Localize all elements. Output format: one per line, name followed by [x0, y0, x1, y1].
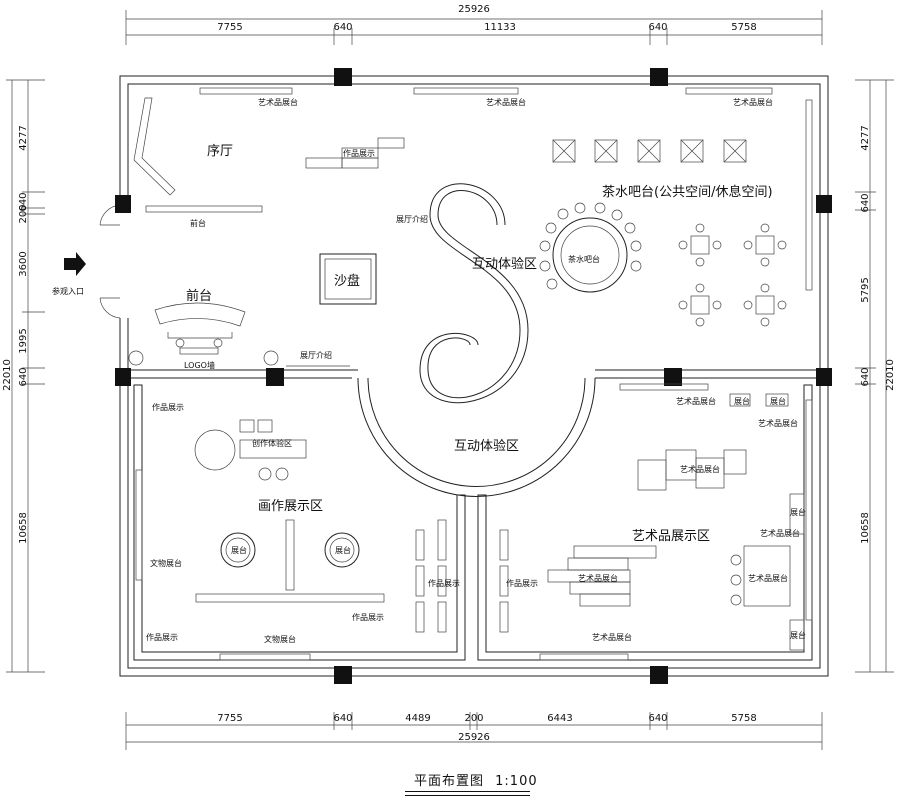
art-cabinet-r3: 艺术品展台 — [680, 464, 720, 474]
bottom-dim-1: 7755 — [217, 713, 242, 724]
art-cabinet-r1: 艺术品展台 — [676, 396, 716, 406]
top-dim-2: 640 — [333, 22, 352, 33]
stand-r4: 展台 — [790, 630, 806, 640]
top-dim-3: 11133 — [484, 22, 516, 33]
top-cabinets — [133, 87, 813, 291]
art-cabinet-top3: 艺术品展台 — [733, 97, 773, 107]
zone-sand-table: 沙盘 — [334, 273, 360, 289]
exhibit-intro-label: 展厅介绍 — [396, 214, 428, 224]
art-cabinet-top1: 艺术品展台 — [258, 97, 298, 107]
art-area — [499, 383, 813, 661]
left-dim-3: 200 — [18, 204, 29, 223]
column — [334, 666, 352, 684]
right-dim-4: 640 — [860, 367, 871, 386]
art-cabinet-top2: 艺术品展台 — [486, 97, 526, 107]
logo-wall-label: LOGO墙 — [184, 360, 215, 370]
bottom-dim-6: 640 — [648, 713, 667, 724]
stand-left-label: 展台 — [231, 545, 247, 555]
title-underline — [405, 795, 530, 796]
right-total-dim: 22010 — [885, 359, 896, 391]
art-cabinet-r5: 艺术品展台 — [578, 573, 618, 583]
column — [115, 368, 131, 386]
interactive-curves — [357, 183, 596, 497]
column — [816, 195, 832, 213]
stand-r2: 展台 — [770, 396, 786, 406]
column — [115, 195, 131, 213]
hall-intro-label: 展厅介绍 — [300, 350, 332, 360]
stand-r1: 展台 — [734, 396, 750, 406]
lobby-area — [128, 137, 405, 367]
right-dimensions: 4277 640 5795 640 10658 22010 — [855, 79, 896, 673]
zone-front-desk: 前台 — [186, 288, 212, 304]
bottom-dim-4: 200 — [464, 713, 483, 724]
plan-title: 平面布置图 1:100 — [414, 770, 538, 789]
bottom-total-dim: 25926 — [458, 732, 490, 743]
column — [816, 368, 832, 386]
relic-stand-bottom: 文物展台 — [264, 634, 296, 644]
stand-right-label: 展台 — [335, 545, 351, 555]
painting-area — [135, 419, 447, 661]
bottom-dim-7: 5758 — [731, 713, 756, 724]
right-dim-5: 10658 — [860, 512, 871, 544]
column — [650, 666, 668, 684]
zone-tea-bar: 茶水吧台(公共空间/休息空间) — [602, 184, 773, 200]
right-dim-1: 4277 — [860, 125, 871, 150]
stand-r3: 展台 — [790, 507, 806, 517]
bottom-dim-3: 4489 — [405, 713, 430, 724]
outer-walls — [99, 75, 829, 677]
top-dim-5: 5758 — [731, 22, 756, 33]
works-display-top-label: 作品展示 — [343, 148, 375, 158]
art-cabinet-r4: 艺术品展台 — [760, 528, 800, 538]
zone-interactive-bottom: 互动体验区 — [454, 438, 519, 454]
zone-painting: 画作展示区 — [258, 499, 323, 514]
right-dim-3: 5795 — [860, 277, 871, 302]
works-display-center: 作品展示 — [428, 578, 460, 588]
left-dim-2: 640 — [18, 192, 29, 211]
top-total-dim: 25926 — [458, 4, 490, 15]
left-dimensions: 22010 4277 640 200 3600 1995 640 10658 — [2, 79, 45, 673]
left-dim-6: 640 — [18, 367, 29, 386]
creative-zone-label: 创作体验区 — [252, 438, 292, 448]
column — [664, 368, 682, 386]
left-dim-1: 4277 — [18, 125, 29, 150]
plan-scale: 1:100 — [495, 774, 538, 789]
tea-counter-label: 茶水吧台 — [568, 254, 600, 264]
works-display-mid: 作品展示 — [352, 612, 384, 622]
top-dimensions: 25926 7755 640 11133 640 5758 — [125, 4, 823, 45]
left-total-dim: 22010 — [2, 359, 13, 391]
tea-area — [539, 139, 787, 327]
entrance-label: 参观入口 — [52, 286, 84, 296]
top-dim-1: 7755 — [217, 22, 242, 33]
left-dim-5: 1995 — [18, 328, 29, 353]
title-underline — [405, 791, 530, 792]
relic-stand-left: 文物展台 — [150, 558, 182, 568]
left-dim-7: 10658 — [18, 512, 29, 544]
works-display-left-top: 作品展示 — [152, 402, 184, 412]
column — [334, 68, 352, 86]
right-dim-2: 640 — [860, 193, 871, 212]
entrance-arrow-icon — [64, 252, 86, 276]
art-cabinet-r2: 艺术品展台 — [758, 418, 798, 428]
left-dim-4: 3600 — [18, 251, 29, 276]
zone-lobby: 序厅 — [207, 144, 233, 159]
sand-table — [319, 253, 377, 305]
column — [266, 368, 284, 386]
works-display-left-bottom: 作品展示 — [146, 632, 178, 642]
column — [650, 68, 668, 86]
zone-art-display: 艺术品展示区 — [632, 529, 710, 544]
top-dim-4: 640 — [648, 22, 667, 33]
structural-columns — [115, 68, 832, 684]
zone-interactive-top: 互动体验区 — [472, 256, 537, 272]
plan-title-text: 平面布置图 — [414, 774, 485, 789]
art-cabinet-r7: 艺术品展台 — [592, 632, 632, 642]
art-cabinet-r6: 艺术品展台 — [748, 573, 788, 583]
bottom-dim-2: 640 — [333, 713, 352, 724]
front-desk-small-label: 前台 — [190, 218, 206, 228]
bottom-dim-5: 6443 — [547, 713, 572, 724]
works-display-right-col: 作品展示 — [506, 578, 538, 588]
bottom-dimensions: 7755 640 4489 200 6443 640 5758 25926 — [125, 712, 823, 750]
